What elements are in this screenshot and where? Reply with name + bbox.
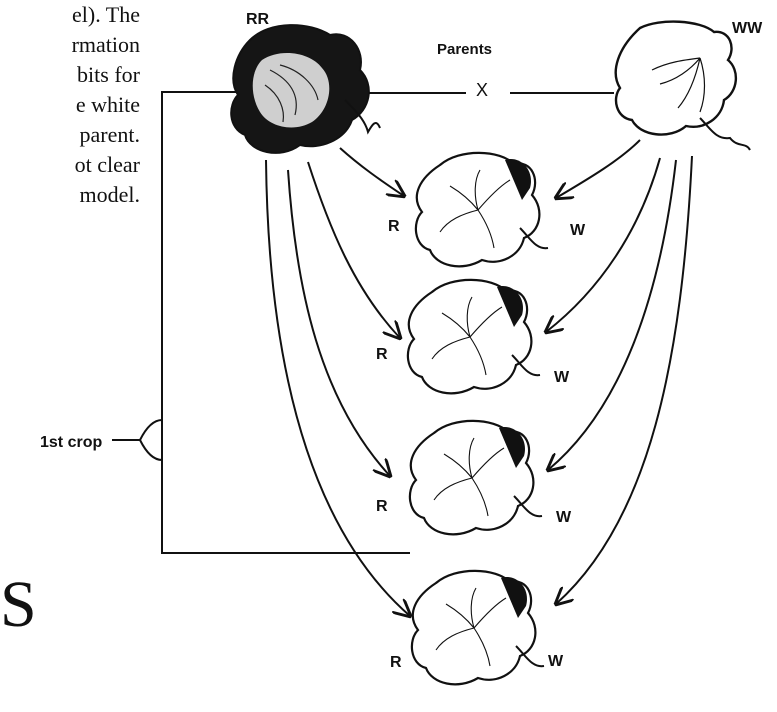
offspring-w-label: W <box>570 222 585 240</box>
offspring-flower <box>416 153 548 266</box>
crop-bracket-brace <box>140 420 162 460</box>
first-crop-label: 1st crop <box>40 434 102 452</box>
offspring-w-label: W <box>554 369 569 387</box>
offspring-r-label: R <box>388 218 400 236</box>
offspring-flower <box>408 280 540 393</box>
offspring-r-label: R <box>376 346 388 364</box>
arrow-right-2 <box>546 158 660 332</box>
arrow-left-1 <box>340 148 404 196</box>
arrow-left-2 <box>308 162 400 338</box>
arrow-right-1 <box>556 140 640 198</box>
parent-rr-label: RR <box>246 11 269 29</box>
offspring-w-label: W <box>556 509 571 527</box>
offspring-r-label: R <box>390 654 402 672</box>
offspring-flower <box>410 421 542 534</box>
parents-label: Parents <box>437 41 492 58</box>
offspring-r-label: R <box>376 498 388 516</box>
parent-white-flower <box>616 22 750 150</box>
parent-ww-label: WW <box>732 20 762 38</box>
offspring-w-label: W <box>548 653 563 671</box>
cross-symbol: X <box>476 80 488 101</box>
crop-bracket <box>162 92 410 553</box>
parent-red-flower <box>231 25 380 153</box>
offspring-flower <box>412 571 544 684</box>
arrow-left-3 <box>288 170 390 476</box>
